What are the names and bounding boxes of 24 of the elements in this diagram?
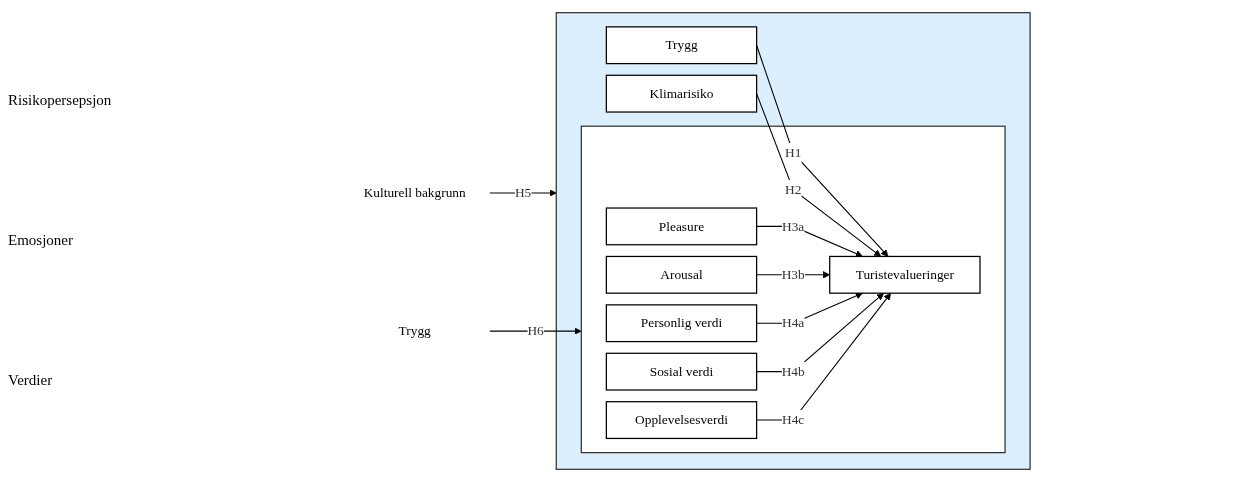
- edge-label: H4b: [782, 363, 806, 378]
- cluster: [556, 11, 1032, 470]
- group-label: Verdier: [8, 372, 54, 389]
- edge-label: H4a: [782, 315, 805, 330]
- edge-label: H1: [785, 144, 802, 160]
- node-box: Personlig verdi: [606, 303, 758, 342]
- node-text: Trygg: [398, 323, 432, 338]
- cluster: [581, 125, 1006, 453]
- node-box: Trygg: [606, 25, 758, 64]
- edge-label: H6: [527, 323, 545, 338]
- group-label: Risikopersepsjon: [8, 92, 112, 109]
- edge-label: H3a: [782, 218, 805, 233]
- edge-label: H3b: [782, 266, 806, 281]
- group-label: Emosjoner: [8, 232, 74, 249]
- node-box: Turistevalueringer: [829, 255, 981, 294]
- node-box: Klimarisiko: [606, 74, 758, 113]
- edge-label: H5: [515, 184, 532, 200]
- node-box: Arousal: [606, 255, 758, 294]
- edge-label: H4c: [782, 412, 805, 427]
- node-box: Sosial verdi: [606, 352, 758, 391]
- node-box: Pleasure: [606, 206, 758, 245]
- edge-label: H2: [785, 181, 802, 196]
- node-box: Opplevelsesverdi: [606, 400, 758, 439]
- node-text: Kulturell bakgrunn: [364, 184, 467, 200]
